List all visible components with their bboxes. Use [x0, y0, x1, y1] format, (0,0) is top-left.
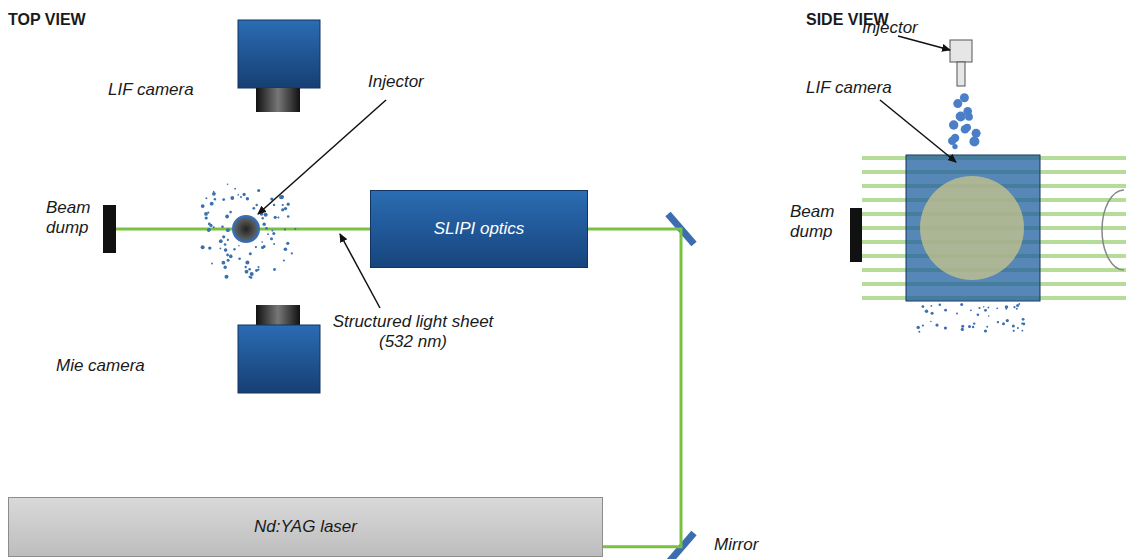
mie-camera-body: [238, 325, 320, 393]
box-label: SLIPI optics: [434, 219, 525, 239]
mie-camera-lens: [256, 305, 300, 325]
laser-box: Nd:YAG laser: [8, 497, 603, 557]
light-sheet-label: Structured light sheet (532 nm): [318, 312, 508, 353]
injector-nozzle: [957, 62, 965, 86]
injector-label: Injector: [862, 18, 918, 38]
leader: [880, 100, 956, 162]
beam-dump: [850, 208, 862, 262]
spray: [201, 184, 297, 279]
beam-dump-label: Beam dump: [46, 198, 98, 239]
mirror-label: Mirror: [714, 535, 758, 555]
window: [920, 176, 1024, 280]
box-label: Nd:YAG laser: [254, 517, 357, 537]
injector-top: [233, 216, 259, 242]
spray: [917, 93, 1026, 332]
lif-field-of-view: [906, 155, 1040, 301]
leader: [898, 36, 950, 50]
camera-label: Mie camera: [56, 356, 145, 376]
lens-edge: [1102, 190, 1124, 270]
injector-label: Injector: [368, 72, 424, 92]
lif-camera-lens: [256, 88, 300, 112]
camera-label: LIF camera: [108, 80, 194, 100]
optics-box: SLIPI optics: [370, 190, 588, 268]
lif-camera-body: [238, 20, 320, 88]
camera-label: LIF camera: [806, 78, 892, 98]
beam-dump-label: Beam dump: [790, 202, 842, 243]
view-heading: TOP VIEW: [8, 10, 86, 29]
beam-dump: [103, 205, 116, 253]
leader: [258, 100, 386, 214]
injector-body: [950, 40, 972, 62]
